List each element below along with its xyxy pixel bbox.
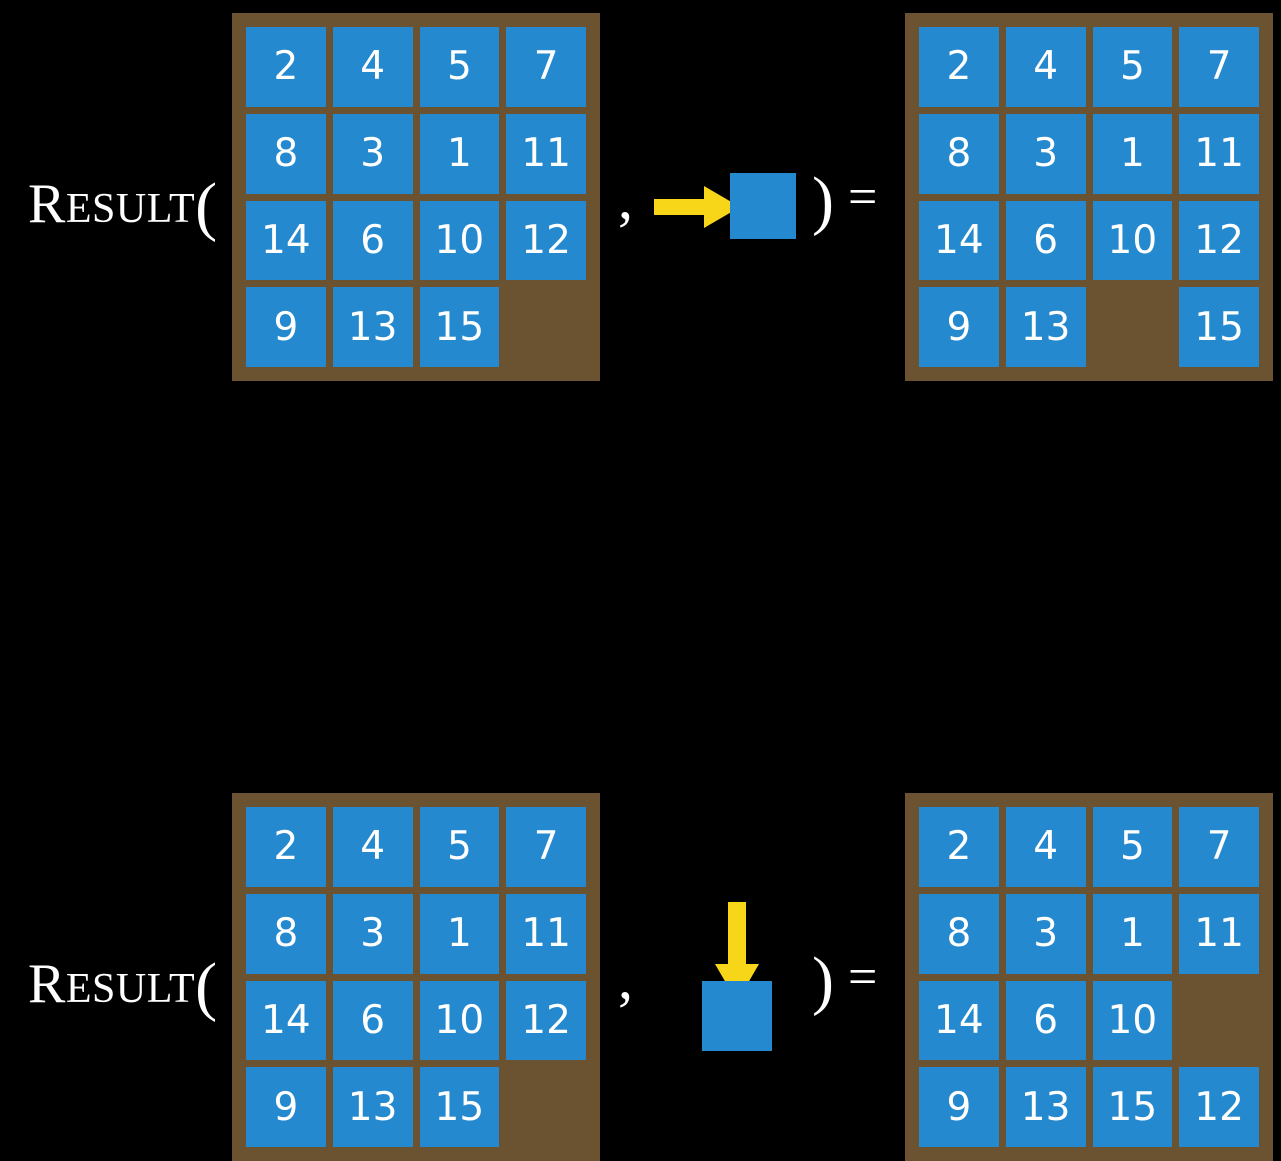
tile[interactable]: 10	[419, 980, 500, 1061]
tile[interactable]: 9	[919, 287, 999, 367]
output-board-row-2: 2 4 5 7 8 3 1 11 14 6 10 9 13 15 12	[905, 793, 1273, 1161]
tile[interactable]: 12	[1179, 1067, 1259, 1147]
tile[interactable]: 2	[246, 27, 326, 107]
tile[interactable]: 10	[1092, 980, 1173, 1061]
tile[interactable]: 3	[1005, 113, 1086, 194]
tile[interactable]: 1	[419, 893, 500, 974]
tile[interactable]: 11	[1179, 893, 1259, 974]
tile[interactable]: 6	[1005, 200, 1086, 281]
tile[interactable]: 7	[1179, 807, 1259, 887]
tile[interactable]: 13	[332, 287, 413, 367]
tile[interactable]: 4	[332, 807, 413, 887]
output-board-row-1: 2 4 5 7 8 3 1 11 14 6 10 12 9 13 15	[905, 13, 1273, 381]
blank-tile[interactable]	[506, 287, 586, 367]
close-paren-row-1: )	[812, 164, 834, 237]
tile-grid-output-row-1: 2 4 5 7 8 3 1 11 14 6 10 12 9 13 15	[919, 27, 1259, 367]
tile[interactable]: 4	[332, 27, 413, 107]
arrow-right-icon	[654, 186, 740, 228]
tile[interactable]: 13	[332, 1067, 413, 1147]
tile[interactable]: 14	[246, 200, 326, 281]
tile[interactable]: 1	[1092, 893, 1173, 974]
tile[interactable]: 3	[1005, 893, 1086, 974]
tile[interactable]: 2	[246, 807, 326, 887]
tile[interactable]: 7	[506, 807, 586, 887]
tile[interactable]: 7	[1179, 27, 1259, 107]
result-function-label-row-1: RESULT(	[28, 168, 218, 240]
tile[interactable]: 5	[419, 27, 500, 107]
tile[interactable]: 6	[332, 980, 413, 1061]
tile[interactable]: 3	[332, 113, 413, 194]
tile[interactable]: 8	[246, 113, 326, 194]
tile[interactable]: 6	[1005, 980, 1086, 1061]
tile[interactable]: 6	[332, 200, 413, 281]
tile[interactable]: 12	[506, 980, 586, 1061]
tile[interactable]: 10	[1092, 200, 1173, 281]
tile[interactable]: 15	[1092, 1067, 1173, 1147]
result-label-initial-row-2: R	[28, 953, 66, 1015]
blank-tile[interactable]	[506, 1067, 586, 1147]
tile-grid-output-row-2: 2 4 5 7 8 3 1 11 14 6 10 9 13 15 12	[919, 807, 1259, 1147]
tile[interactable]: 14	[246, 980, 326, 1061]
tile[interactable]: 14	[919, 200, 999, 281]
tile[interactable]: 1	[419, 113, 500, 194]
tile[interactable]: 3	[332, 893, 413, 974]
tile[interactable]: 11	[506, 893, 586, 974]
result-label-open-paren-row-2: (	[195, 950, 218, 1023]
tile[interactable]: 10	[419, 200, 500, 281]
tile[interactable]: 2	[919, 807, 999, 887]
result-label-open-paren-row-1: (	[195, 170, 218, 243]
result-label-initial-row-1: R	[28, 173, 66, 235]
result-function-label-row-2: RESULT(	[28, 948, 218, 1020]
argument-separator-row-2: ,	[618, 945, 633, 1011]
tile[interactable]: 15	[419, 287, 500, 367]
tile[interactable]: 2	[919, 27, 999, 107]
tile[interactable]: 9	[919, 1067, 999, 1147]
tile[interactable]: 8	[246, 893, 326, 974]
tile[interactable]: 9	[246, 1067, 326, 1147]
tile[interactable]: 8	[919, 893, 999, 974]
close-paren-row-2: )	[812, 944, 834, 1017]
argument-separator-row-1: ,	[618, 165, 633, 231]
tile[interactable]: 12	[1179, 200, 1259, 281]
result-label-rest-row-2: ESULT	[65, 966, 196, 1012]
tile-grid-input-row-2: 2 4 5 7 8 3 1 11 14 6 10 12 9 13 15	[246, 807, 586, 1147]
tile[interactable]: 11	[506, 113, 586, 194]
tile[interactable]: 1	[1092, 113, 1173, 194]
result-label-rest-row-1: ESULT	[65, 186, 196, 232]
tile[interactable]: 4	[1005, 27, 1086, 107]
tile[interactable]: 13	[1005, 287, 1086, 367]
tile[interactable]: 8	[919, 113, 999, 194]
tile-grid-input-row-1: 2 4 5 7 8 3 1 11 14 6 10 12 9 13 15	[246, 27, 586, 367]
move-operand-tile-row-2	[702, 981, 772, 1051]
tile[interactable]: 15	[1179, 287, 1259, 367]
equals-sign-row-1: =	[848, 169, 878, 226]
tile[interactable]: 5	[1092, 807, 1173, 887]
tile[interactable]: 5	[1092, 27, 1173, 107]
equation-row-2: RESULT( 2 4 5 7 8 3 1 11 14 6 10 12 9 13…	[0, 390, 1281, 1161]
tile[interactable]: 13	[1005, 1067, 1086, 1147]
tile[interactable]: 5	[419, 807, 500, 887]
tile[interactable]: 11	[1179, 113, 1259, 194]
tile[interactable]: 7	[506, 27, 586, 107]
move-operand-tile-row-1	[730, 173, 796, 239]
tile[interactable]: 9	[246, 287, 326, 367]
equation-row-1: RESULT( 2 4 5 7 8 3 1 11 14 6 10 12 9 13…	[0, 0, 1281, 390]
tile[interactable]: 14	[919, 980, 999, 1061]
input-board-row-2: 2 4 5 7 8 3 1 11 14 6 10 12 9 13 15	[232, 793, 600, 1161]
input-board-row-1: 2 4 5 7 8 3 1 11 14 6 10 12 9 13 15	[232, 13, 600, 381]
tile[interactable]: 12	[506, 200, 586, 281]
tile[interactable]: 4	[1005, 807, 1086, 887]
blank-tile[interactable]	[1093, 287, 1173, 367]
equals-sign-row-2: =	[848, 949, 878, 1006]
blank-tile[interactable]	[1179, 981, 1259, 1061]
tile[interactable]: 15	[419, 1067, 500, 1147]
